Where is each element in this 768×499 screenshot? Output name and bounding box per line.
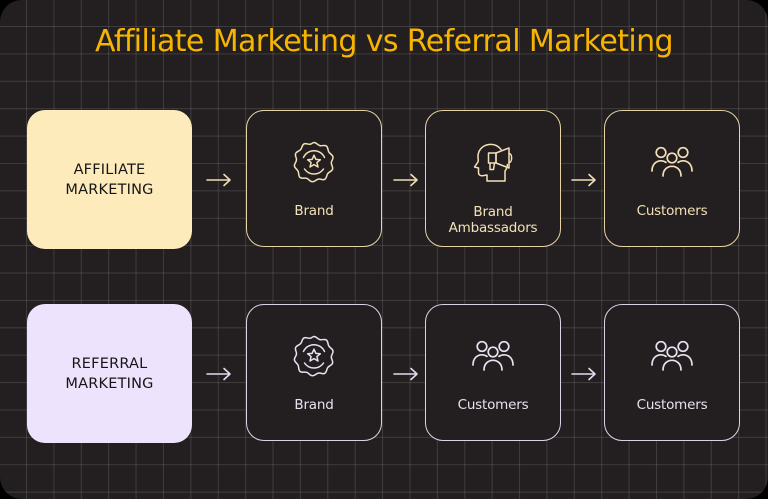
group-people-icon (650, 333, 694, 377)
node-customers: Customers (604, 304, 740, 441)
node-label: Brand (247, 203, 381, 219)
arrow-right-icon (393, 367, 419, 381)
node-customers: Customers (604, 110, 740, 247)
affiliate-marketing-flow: AFFILIATE MARKETING Brand (0, 110, 768, 250)
arrow-right-icon (571, 367, 597, 381)
node-label: Brand Ambassadors (426, 204, 560, 236)
badge-star-icon (292, 139, 336, 183)
node-label-line: Brand (473, 204, 513, 220)
arrow-right-icon (571, 173, 597, 187)
head-megaphone-icon (471, 139, 515, 183)
node-label: Customers (426, 397, 560, 413)
affiliate-marketing-label-card: AFFILIATE MARKETING (27, 110, 192, 249)
diagram-title: Affiliate Marketing vs Referral Marketin… (95, 24, 674, 59)
node-label-line: Ambassadors (448, 220, 538, 236)
label-line: AFFILIATE (73, 161, 146, 178)
node-label: Customers (605, 203, 739, 219)
label-line: MARKETING (65, 181, 154, 198)
badge-star-icon (292, 333, 336, 377)
label-line: REFERRAL (71, 355, 148, 372)
arrow-right-icon (206, 367, 232, 381)
node-customers: Customers (425, 304, 561, 441)
node-brand: Brand (246, 304, 382, 441)
group-people-icon (471, 333, 515, 377)
node-label: Customers (605, 397, 739, 413)
node-label-line: Brand (294, 203, 334, 219)
node-label-line: Customers (457, 397, 529, 413)
node-label-line: Customers (636, 203, 708, 219)
node-brand-ambassadors: Brand Ambassadors (425, 110, 561, 247)
node-brand: Brand (246, 110, 382, 247)
node-label: Brand (247, 397, 381, 413)
label-line: MARKETING (65, 375, 154, 392)
arrow-right-icon (393, 173, 419, 187)
node-label-line: Customers (636, 397, 708, 413)
arrow-right-icon (206, 173, 232, 187)
referral-marketing-label-card: REFERRAL MARKETING (27, 304, 192, 443)
referral-marketing-flow: REFERRAL MARKETING Brand (0, 304, 768, 444)
node-label-line: Brand (294, 397, 334, 413)
group-people-icon (650, 139, 694, 183)
